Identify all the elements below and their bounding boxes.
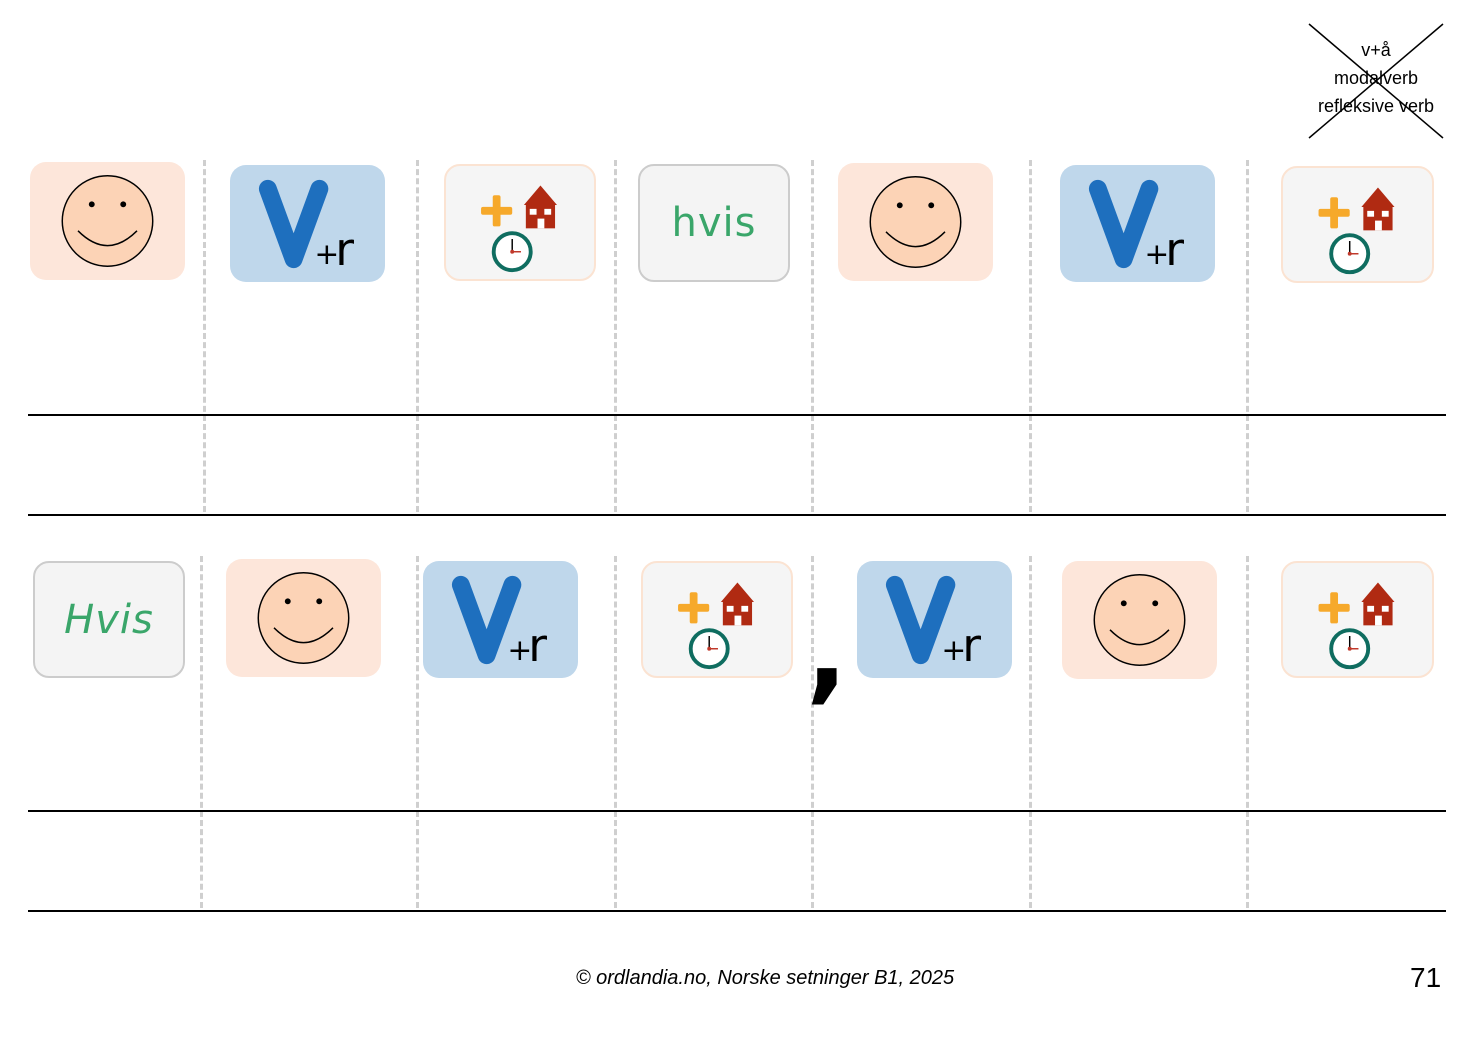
excluded-verbs-text: v+å modalverb refleksive verb — [1305, 36, 1447, 120]
column-divider — [614, 160, 617, 512]
writing-line — [28, 810, 1446, 812]
column-divider — [1246, 160, 1249, 512]
column-divider — [416, 160, 419, 512]
column-divider — [203, 160, 206, 512]
cross-mark-icon — [1308, 23, 1444, 139]
conjunction-text: Hvis — [64, 596, 154, 643]
verb-card — [423, 561, 578, 678]
place-time-icon — [643, 563, 791, 676]
conjunction-text: hvis — [671, 200, 757, 246]
verb-card — [857, 561, 1012, 678]
column-divider — [1029, 160, 1032, 512]
subject-card — [226, 559, 381, 677]
excluded-line-3: refleksive verb — [1317, 96, 1435, 116]
subject-card — [1062, 561, 1217, 679]
verb-v-icon — [230, 165, 385, 282]
column-divider — [1246, 556, 1249, 908]
column-divider — [811, 160, 814, 512]
column-divider — [1029, 556, 1032, 908]
subject-card — [30, 162, 185, 280]
adverbial-card — [641, 561, 793, 678]
verb-card — [230, 165, 385, 282]
writing-line — [28, 514, 1446, 516]
adverbial-card — [444, 164, 596, 281]
verb-v-icon — [857, 561, 1012, 678]
verb-v-icon — [423, 561, 578, 678]
page-number: 71 — [1410, 962, 1442, 993]
place-time-icon — [446, 166, 594, 279]
copyright-footer: © ordlandia.no, Norske setninger B1, 202… — [575, 967, 955, 989]
column-divider — [614, 556, 617, 908]
column-divider — [811, 556, 814, 908]
smiley-icon — [838, 163, 993, 281]
excluded-verbs-crossed: v+å modalverb refleksive verb — [1305, 22, 1447, 140]
conjunction-card: hvis — [638, 164, 790, 282]
adverbial-card — [1281, 561, 1434, 678]
excluded-line-1: v+å — [1361, 40, 1391, 60]
column-divider — [416, 556, 419, 908]
place-time-icon — [1283, 563, 1432, 676]
smiley-icon — [226, 559, 381, 677]
column-divider — [200, 556, 203, 908]
writing-line — [28, 910, 1446, 912]
writing-line — [28, 414, 1446, 416]
smiley-icon — [1062, 561, 1217, 679]
comma-mark: , — [806, 587, 848, 715]
subject-card — [838, 163, 993, 281]
adverbial-card — [1281, 166, 1434, 283]
smiley-icon — [30, 162, 185, 280]
verb-v-icon — [1060, 165, 1215, 282]
excluded-line-2: modalverb — [1333, 68, 1419, 88]
place-time-icon — [1283, 168, 1432, 281]
conjunction-card: Hvis — [33, 561, 185, 678]
verb-card — [1060, 165, 1215, 282]
